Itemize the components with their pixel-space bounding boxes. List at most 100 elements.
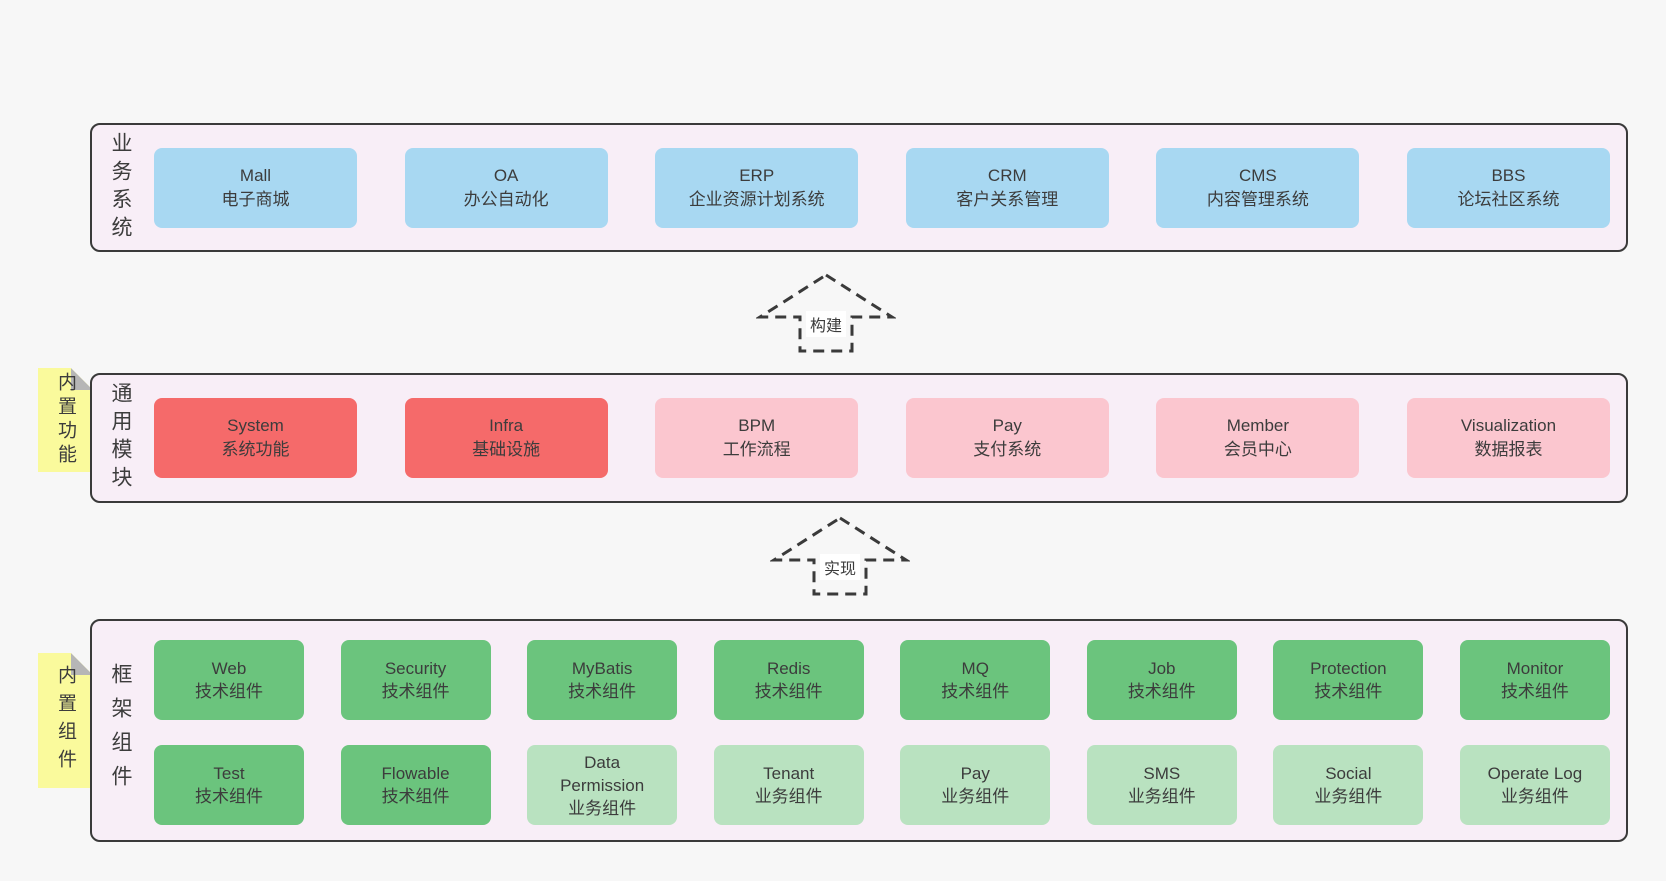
- box-subtitle: 业务组件: [941, 787, 1010, 806]
- box-social: Social 业务组件: [1273, 745, 1424, 825]
- box-title: Infra: [489, 416, 524, 435]
- box-protection: Protection 技术组件: [1273, 640, 1424, 720]
- box-title: Monitor: [1506, 659, 1564, 678]
- box-oa: OA 办公自动化: [404, 147, 608, 228]
- build-arrow: 构建: [754, 271, 898, 355]
- box-bbs: BBS 论坛社区系统: [1406, 147, 1610, 228]
- box-test: Test 技术组件: [154, 745, 304, 825]
- arrow-label: 构建: [805, 311, 847, 337]
- arrow-label: 实现: [819, 554, 861, 580]
- box-subtitle: 办公自动化: [463, 189, 549, 209]
- box-subtitle: 技术组件: [381, 787, 450, 806]
- box-title: MQ: [961, 659, 989, 678]
- layer-label-business: 业务系统: [109, 131, 132, 244]
- common-modules-row: System 系统功能 Infra 基础设施 BPM 工作流程 Pay 支付系统…: [154, 398, 1610, 478]
- box-title: Social: [1325, 764, 1372, 783]
- box-subtitle: 支付系统: [973, 440, 1042, 459]
- layer-label-components: 框架组件: [109, 662, 132, 799]
- box-visualization: Visualization 数据报表: [1406, 398, 1610, 478]
- box-title: Security: [384, 659, 447, 678]
- box-title: Flowable: [381, 764, 450, 783]
- box-title: System: [227, 416, 284, 435]
- box-subtitle: 技术组件: [195, 787, 263, 806]
- box-cms: CMS 内容管理系统: [1156, 147, 1360, 228]
- box-title: CMS: [1238, 165, 1277, 185]
- box-subtitle: 技术组件: [381, 682, 450, 701]
- box-flowable: Flowable 技术组件: [340, 745, 491, 825]
- box-subtitle: 内容管理系统: [1206, 189, 1309, 209]
- box-tenant: Tenant 业务组件: [713, 745, 864, 825]
- box-title: ERP: [739, 165, 775, 185]
- box-title: SMS: [1143, 764, 1181, 783]
- box-title: Web: [211, 659, 247, 678]
- sticky-note-builtin-functions: 内置功能: [38, 368, 93, 472]
- box-title: Member: [1226, 416, 1290, 435]
- box-system: System 系统功能: [154, 398, 357, 478]
- box-mq: MQ 技术组件: [900, 640, 1051, 720]
- dashed-up-arrow-icon: [754, 273, 898, 353]
- box-subtitle: 基础设施: [472, 440, 541, 459]
- framework-components-layer: 框架组件 Web 技术组件 Security 技术组件 MyBatis 技术组件…: [90, 619, 1628, 842]
- box-subtitle: 业务组件: [1314, 787, 1383, 806]
- box-subtitle: 技术组件: [568, 682, 637, 701]
- box-pay-system: Pay 支付系统: [905, 398, 1109, 478]
- box-title: OA: [493, 165, 519, 185]
- box-subtitle: 技术组件: [1127, 682, 1196, 701]
- box-subtitle: 客户关系管理: [956, 189, 1059, 209]
- box-subtitle: 业务组件: [1127, 787, 1196, 806]
- box-redis: Redis 技术组件: [713, 640, 864, 720]
- box-title: Mall: [239, 165, 272, 185]
- box-mybatis: MyBatis 技术组件: [527, 640, 678, 720]
- box-title: MyBatis: [571, 659, 633, 678]
- box-title: Pay: [992, 416, 1022, 435]
- box-subtitle: 业务组件: [568, 798, 637, 818]
- box-operate-log: Operate Log 业务组件: [1459, 745, 1610, 825]
- box-security: Security 技术组件: [340, 640, 491, 720]
- box-title: Job: [1148, 659, 1176, 678]
- box-subtitle: 系统功能: [221, 440, 290, 459]
- box-title: Data Permission: [560, 752, 645, 795]
- business-systems-row: Mall 电子商城 OA 办公自动化 ERP 企业资源计划系统 CRM 客户关系…: [154, 147, 1610, 228]
- box-subtitle: 论坛社区系统: [1457, 189, 1560, 209]
- box-title: Tenant: [763, 764, 815, 783]
- framework-components-row-1: Web 技术组件 Security 技术组件 MyBatis 技术组件 Redi…: [154, 640, 1610, 720]
- box-subtitle: 业务组件: [754, 787, 823, 806]
- box-subtitle: 技术组件: [195, 682, 263, 701]
- box-subtitle: 企业资源计划系统: [688, 189, 825, 209]
- box-title: BPM: [738, 416, 776, 435]
- box-infra: Infra 基础设施: [404, 398, 608, 478]
- box-data-permission: Data Permission 业务组件: [527, 745, 678, 825]
- box-title: CRM: [987, 165, 1027, 185]
- box-title: Pay: [960, 764, 990, 783]
- box-job: Job 技术组件: [1086, 640, 1237, 720]
- box-subtitle: 电子商城: [221, 189, 290, 209]
- box-subtitle: 技术组件: [1314, 682, 1383, 701]
- box-subtitle: 技术组件: [754, 682, 823, 701]
- box-title: Redis: [766, 659, 811, 678]
- box-subtitle: 会员中心: [1223, 440, 1292, 459]
- common-modules-layer: 通用模块 System 系统功能 Infra 基础设施 BPM 工作流程 Pay…: [90, 373, 1628, 503]
- box-subtitle: 技术组件: [1500, 682, 1569, 701]
- box-bpm: BPM 工作流程: [655, 398, 859, 478]
- box-web: Web 技术组件: [154, 640, 304, 720]
- box-monitor: Monitor 技术组件: [1459, 640, 1610, 720]
- box-title: BBS: [1491, 165, 1526, 185]
- framework-components-row-2: Test 技术组件 Flowable 技术组件 Data Permission …: [154, 745, 1610, 825]
- box-subtitle: 工作流程: [722, 440, 791, 459]
- box-subtitle: 业务组件: [1500, 787, 1569, 806]
- box-sms: SMS 业务组件: [1086, 745, 1237, 825]
- box-mall: Mall 电子商城: [154, 147, 357, 228]
- box-title: Operate Log: [1487, 764, 1583, 783]
- note-label: 内置组件: [55, 664, 76, 777]
- layer-label-modules: 通用模块: [109, 382, 132, 494]
- dashed-up-arrow-icon: [768, 516, 912, 596]
- implement-arrow: 实现: [768, 514, 912, 598]
- box-member: Member 会员中心: [1156, 398, 1360, 478]
- box-subtitle: 数据报表: [1474, 440, 1543, 459]
- box-subtitle: 技术组件: [941, 682, 1010, 701]
- box-title: Visualization: [1460, 416, 1557, 435]
- note-label: 内置功能: [55, 372, 76, 468]
- box-pay-component: Pay 业务组件: [900, 745, 1051, 825]
- business-systems-layer: 业务系统 Mall 电子商城 OA 办公自动化 ERP 企业资源计划系统 CRM…: [90, 123, 1628, 252]
